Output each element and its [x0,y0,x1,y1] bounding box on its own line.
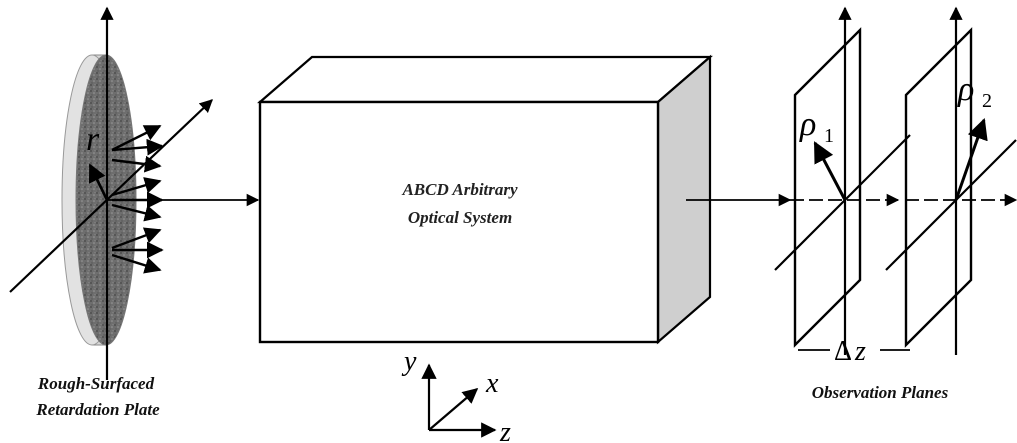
plane-2-frame [904,27,973,348]
ray [111,138,164,156]
plate-label-line2: Retardation Plate [35,400,160,419]
plate-label-line1: Rough-Surfaced [37,374,155,393]
rho-1-symbol: ρ [799,106,816,143]
plate-diagonal-axis [9,99,213,293]
optical-system-label-line2: Optical System [408,208,512,227]
delta-z-spacing: Δ z [798,336,910,367]
ray [111,227,162,250]
rho-1-vector [813,141,847,201]
rho-2-vector [954,118,988,201]
plane-1-diagonal-axis [774,134,911,271]
box-top-face [257,55,713,104]
optical-system-label-line1: ABCD Arbitrary [401,180,518,199]
ray [111,177,162,197]
plate-rays [111,124,164,274]
delta-symbol: Δ [834,336,852,367]
ray [111,203,162,222]
radius-symbol: r [86,121,100,158]
rho-2-subscript: 2 [982,90,992,112]
rho-2-symbol: ρ [957,71,974,108]
observation-planes-label: Observation Planes [812,383,949,402]
observation-plane-2: ρ 2 [885,6,1017,355]
observation-plane-1: ρ 1 [774,6,911,355]
x-axis-arrow [428,387,479,431]
ray [111,253,162,274]
ray [111,124,162,152]
coordinate-axes: y x z [401,346,511,443]
radius-vector [88,163,109,201]
y-axis-label: y [401,346,417,377]
rho-1-subscript: 1 [824,125,834,147]
delta-z-variable: z [854,336,866,367]
plane-1-frame [793,27,862,348]
x-axis-label: x [485,368,499,399]
ray [111,155,162,173]
z-axis-label: z [499,417,511,443]
box-front-face [258,100,660,344]
plane-2-diagonal-axis [885,139,1017,271]
optical-system-box [257,54,713,345]
